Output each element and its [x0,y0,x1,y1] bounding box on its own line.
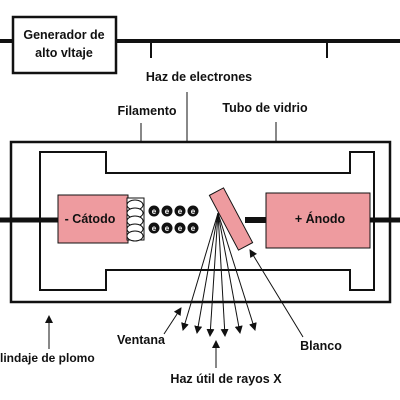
electron: e [174,222,186,234]
svg-text:e: e [152,207,157,216]
electron: e [174,205,186,217]
filament-label: Filamento [117,104,176,118]
xray-ray [206,212,219,337]
xray-ray [194,212,219,334]
shielding-label: lindaje de plomo [0,351,95,365]
electron-beam-label: Haz de electrones [146,70,252,84]
svg-text:e: e [165,224,170,233]
filament-coil [126,197,145,242]
svg-text:e: e [178,207,183,216]
cathode-label: - Cátodo [65,212,116,226]
electron: e [148,205,160,217]
xray-ray [217,212,229,337]
electron: e [161,205,173,217]
svg-text:e: e [191,207,196,216]
window-arrow [163,307,182,335]
electron: e [187,205,199,217]
svg-text:e: e [165,207,170,216]
target [208,187,254,251]
anode [265,192,371,249]
electron: e [161,222,173,234]
svg-text:e: e [191,224,196,233]
electron: e [187,222,199,234]
window-label: Ventana [117,333,166,347]
xray-ray [217,212,243,334]
glass-tube [39,151,375,291]
svg-text:e: e [178,224,183,233]
target-arrow [249,249,304,338]
xray-ray [217,212,257,331]
glass-tube-label: Tubo de vidrio [222,101,308,115]
xray-beam-label: Haz útil de rayos X [170,372,282,386]
xray-ray [181,212,219,331]
xray-beam [181,212,257,337]
generator-label-line1: Generador de [23,28,104,42]
anode-label: + Ánodo [295,211,346,226]
target-label: Blanco [300,339,342,353]
svg-text:e: e [152,224,157,233]
generator-label-line2: alto vltaje [35,46,93,60]
generator-box [11,15,118,75]
electron: e [148,222,160,234]
cathode [57,194,129,244]
